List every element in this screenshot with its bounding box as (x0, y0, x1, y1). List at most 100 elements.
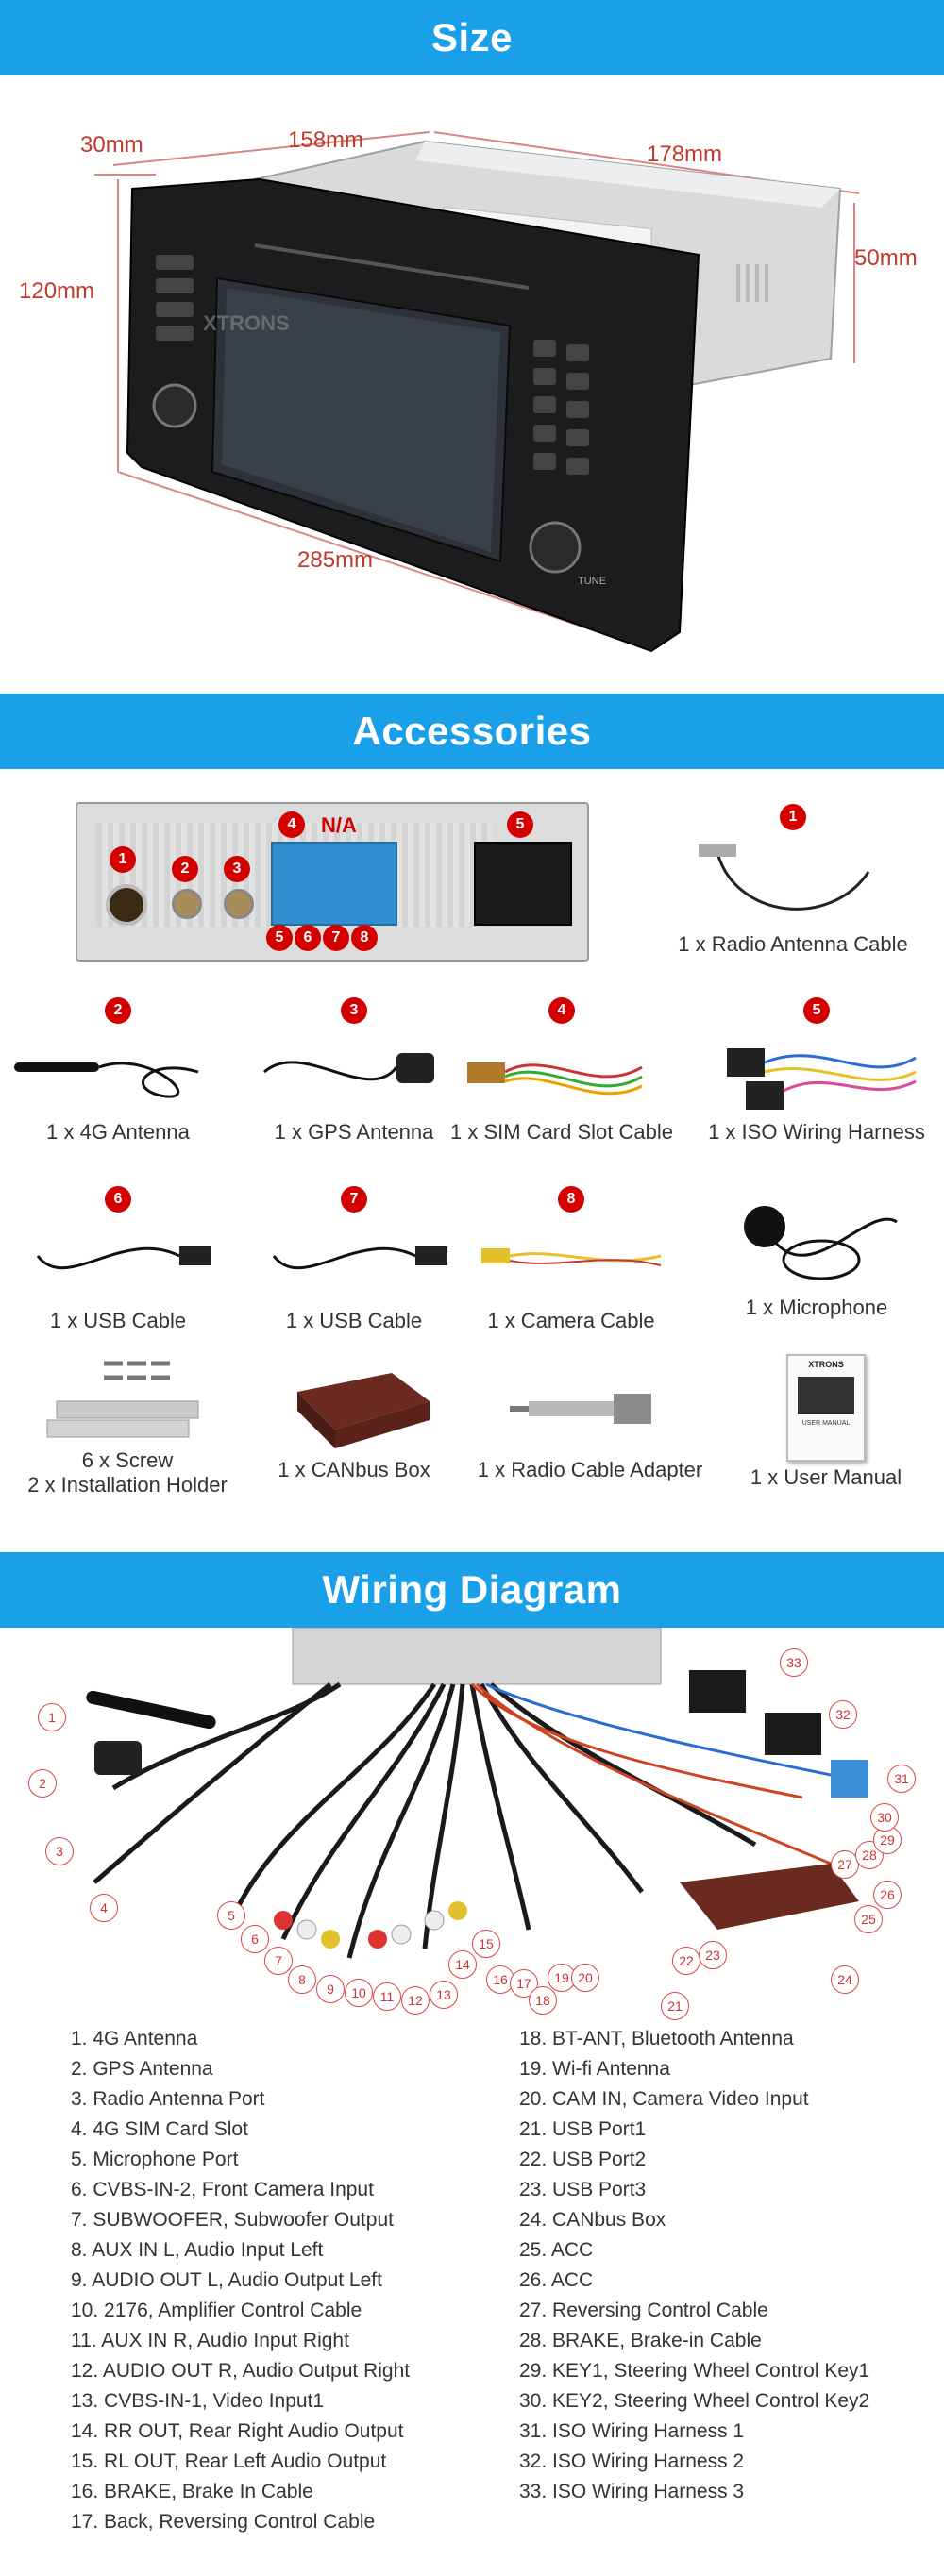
camera-cable-icon (481, 1248, 662, 1266)
wiring-item: 3. Radio Antenna Port (71, 2088, 265, 2110)
size-title: Size (430, 15, 514, 59)
wiring-callout-33: 33 (780, 1648, 808, 1677)
radio-adapter-icon (510, 1394, 651, 1424)
accessories-banner: Accessories (0, 694, 944, 769)
wiring-item: 2. GPS Antenna (71, 2058, 213, 2080)
rear-badge-7: 7 (323, 925, 349, 951)
wiring-list-right: 18. BT-ANT, Bluetooth Antenna 19. Wi-fi … (519, 2024, 869, 2507)
wiring-callout-6: 6 (241, 1925, 269, 1953)
acc-badge-7: 7 (341, 1186, 367, 1213)
rear-badge-4: 4 (278, 811, 305, 838)
wiring-callout-7: 7 (264, 1947, 293, 1975)
wiring-item: 16. BRAKE, Brake In Cable (71, 2481, 313, 2502)
wiring-callout-9: 9 (316, 1975, 345, 2003)
acc-badge-1: 1 (780, 804, 806, 830)
rear-connector-iso (474, 842, 572, 926)
acc-label-4: 1 x SIM Card Slot Cable (450, 1120, 673, 1144)
acc-label-holder: 2 x Installation Holder (27, 1473, 228, 1497)
rear-badge-5b: 5 (266, 925, 293, 951)
wiring-item: 23. USB Port3 (519, 2179, 647, 2200)
acc-badge-8: 8 (558, 1186, 584, 1213)
acc-label-manual: 1 x User Manual (750, 1465, 902, 1489)
dim-bottom: 285mm (297, 547, 374, 573)
acc-usb-cable-2: 7 1 x USB Cable (236, 1184, 472, 1333)
wiring-title: Wiring Diagram (322, 1567, 622, 1612)
size-section: 30mm 158mm 178mm 120mm 50mm 285mm XTRONS… (0, 75, 944, 694)
head-unit-illustration (94, 131, 860, 653)
wiring-item: 15. RL OUT, Rear Left Audio Output (71, 2451, 387, 2472)
rear-panel: 1 2 3 4 N/A 5 5 6 7 8 (76, 802, 589, 962)
screw-holder-icon (46, 1361, 199, 1438)
rear-badge-5: 5 (507, 811, 533, 838)
wiring-item: 25. ACC (519, 2239, 594, 2261)
wiring-callout-4: 4 (90, 1894, 118, 1922)
acc-screw-holder: 6 x Screw 2 x Installation Holder (9, 1354, 245, 1497)
acc-label-8: 1 x Camera Cable (487, 1309, 655, 1332)
wiring-callout-14: 14 (448, 1950, 477, 1979)
wiring-callout-26: 26 (873, 1881, 902, 1909)
wiring-callout-32: 32 (829, 1700, 857, 1729)
wiring-callout-13: 13 (430, 1981, 458, 2009)
acc-microphone: 1 x Microphone (699, 1184, 935, 1320)
acc-label-1: 1 x Radio Antenna Cable (678, 932, 908, 956)
dim-depth: 178mm (647, 142, 723, 167)
radio-antenna-cable-icon (699, 844, 870, 911)
gps-antenna-icon (263, 1053, 434, 1083)
acc-label-radio-adapter: 1 x Radio Cable Adapter (477, 1458, 703, 1481)
wiring-callout-27: 27 (831, 1850, 859, 1879)
dim-height-right: 50mm (854, 245, 918, 271)
wiring-callout-8: 8 (288, 1965, 316, 1994)
wiring-item: 24. CANbus Box (519, 2209, 666, 2231)
wiring-illustration (86, 1628, 868, 1959)
wiring-item: 13. CVBS-IN-1, Video Input1 (71, 2390, 325, 2412)
dim-height-left: 120mm (19, 278, 95, 304)
acc-label-canbus: 1 x CANbus Box (278, 1458, 430, 1481)
wiring-item: 30. KEY2, Steering Wheel Control Key2 (519, 2390, 870, 2412)
user-manual-icon: XTRONS USER MANUAL (786, 1354, 866, 1462)
acc-label-2: 1 x 4G Antenna (46, 1120, 190, 1144)
wiring-item: 11. AUX IN R, Audio Input Right (71, 2330, 349, 2351)
rear-badge-2: 2 (172, 856, 198, 882)
sim-card-cable-icon (467, 1062, 643, 1096)
wiring-item: 12. AUDIO OUT R, Audio Output Right (71, 2360, 411, 2382)
rear-badge-6: 6 (295, 925, 321, 951)
wiring-callout-20: 20 (571, 1964, 599, 1992)
wiring-callout-2: 2 (28, 1769, 57, 1798)
wiring-callout-11: 11 (373, 1982, 401, 2011)
wiring-callout-1: 1 (38, 1703, 66, 1731)
wiring-banner: Wiring Diagram (0, 1552, 944, 1628)
wiring-callout-15: 15 (472, 1930, 500, 1958)
wiring-item: 32. ISO Wiring Harness 2 (519, 2451, 745, 2472)
wiring-item: 7. SUBWOOFER, Subwoofer Output (71, 2209, 394, 2231)
acc-badge-3: 3 (341, 997, 367, 1024)
wiring-section: 1 2 3 4 5 6 7 8 9 10 11 12 13 14 15 16 1… (0, 1628, 944, 2576)
acc-badge-5: 5 (803, 997, 830, 1024)
acc-4g-antenna: 2 1 x 4G Antenna (0, 995, 236, 1145)
wiring-item: 21. USB Port1 (519, 2118, 647, 2140)
wiring-callout-21: 21 (661, 1992, 689, 2020)
wiring-callout-25: 25 (854, 1905, 883, 1933)
dim-width: 158mm (288, 127, 364, 153)
wiring-item: 29. KEY1, Steering Wheel Control Key1 (519, 2360, 870, 2382)
rear-badge-8: 8 (351, 925, 378, 951)
unit-tune-label: TUNE (578, 576, 606, 587)
acc-usb-cable-1: 6 1 x USB Cable (0, 1184, 236, 1333)
wiring-item: 19. Wi-fi Antenna (519, 2058, 670, 2080)
size-banner: Size (0, 0, 944, 75)
acc-radio-antenna-cable: 1 1 x Radio Antenna Cable (661, 802, 925, 957)
acc-camera-cable: 8 1 x Camera Cable (453, 1184, 689, 1333)
wiring-callout-10: 10 (345, 1979, 373, 2007)
wiring-item: 6. CVBS-IN-2, Front Camera Input (71, 2179, 374, 2200)
wiring-callout-18: 18 (529, 1986, 557, 2015)
manual-title: USER MANUAL (801, 1420, 851, 1427)
wiring-item: 26. ACC (519, 2269, 594, 2291)
rear-connector-blue (271, 842, 397, 926)
accessories-section: 1 2 3 4 N/A 5 5 6 7 8 1 1 x Radio Antenn… (0, 769, 944, 1552)
wiring-callout-30: 30 (870, 1803, 899, 1832)
acc-badge-2: 2 (105, 997, 131, 1024)
wiring-item: 28. BRAKE, Brake-in Cable (519, 2330, 762, 2351)
wiring-callout-12: 12 (401, 1986, 430, 2015)
rear-badge-3: 3 (224, 856, 250, 882)
rear-connector-4g (172, 889, 202, 919)
rear-badge-1: 1 (110, 846, 136, 873)
